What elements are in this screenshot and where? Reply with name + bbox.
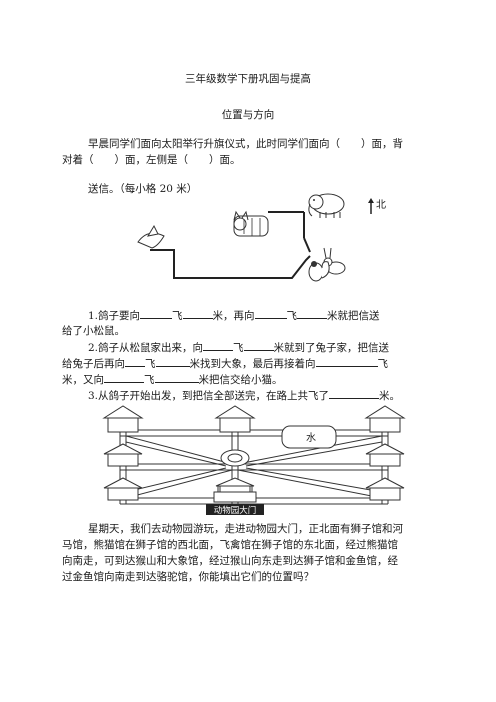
zoo-p2: 马馆，熊猫馆在狮子馆的西北面，飞禽馆在狮子馆的东北面，经过熊猫馆: [62, 539, 398, 551]
s2-blank-dist3[interactable]: [104, 371, 144, 383]
q1-line1: 早晨同学们面向太阳举行升旗仪式，此时同学们面向（ ）面，背: [88, 138, 403, 150]
grid-map: 北: [137, 193, 386, 282]
s2-blank-dist1[interactable]: [243, 339, 274, 351]
s2-blank-dir1[interactable]: [203, 339, 234, 351]
pavilion-icons: [102, 405, 406, 501]
zoo-p1: 星期天，我们去动物园游玩，走进动物园大门，正北面有狮子馆和河: [88, 523, 403, 535]
fountain-icon: [220, 449, 250, 467]
s1-blank-dir1[interactable]: [140, 307, 173, 319]
zoo-p4: 过金鱼馆向南走到达骆驼馆，你能填出它们的位置吗？: [62, 571, 314, 583]
doc-subtitle: 位置与方向: [221, 109, 275, 121]
s2-blank-dir4[interactable]: [154, 371, 199, 383]
zoo-p3: 向南走，可到达猴山和大象馆，经过猴山向东走到达狮子馆和金鱼馆，经: [62, 555, 398, 567]
s3-line: 3.从鸽子开始出发，到把信全部送完，在路上共飞了米。: [88, 387, 400, 404]
pigeon-icon: [137, 224, 165, 249]
s2-line2: 给兔子后再向飞米找到大象，最后再接着向飞: [62, 355, 388, 372]
squirrel-icon: [308, 261, 330, 282]
s2-line1: 2.鸽子从松鼠家出来，向飞米就到了兔子家，把信送: [88, 339, 389, 356]
s2-line3: 米，又向飞米把信交给小猫。: [62, 371, 283, 388]
north-arrow-icon: [368, 198, 374, 214]
cat-icon: [233, 210, 269, 237]
zoo-map: 水 动物园大门: [102, 405, 406, 516]
water-pond: [281, 425, 337, 449]
s2-blank-dir2[interactable]: [125, 355, 145, 367]
gate-icon: [213, 485, 257, 503]
q2-intro: 送信。（每小格 20 米）: [88, 183, 198, 195]
s1-blank-dist2[interactable]: [297, 307, 328, 319]
q1-line2: 对着（ ）面，左侧是（ ）面。: [62, 154, 241, 166]
water-label: 水: [306, 432, 316, 444]
s1-blank-dir2[interactable]: [254, 307, 287, 319]
s1-line1: 1.鸽子要向飞米，再向飞米就把信送: [88, 307, 380, 324]
s1-blank-dist1[interactable]: [182, 307, 213, 319]
north-label: 北: [376, 199, 386, 211]
s3-blank-total[interactable]: [329, 387, 380, 399]
elephant-icon: [308, 193, 345, 218]
s2-blank-dir3[interactable]: [315, 355, 378, 367]
s2-blank-dist2[interactable]: [155, 355, 190, 367]
gate-label: 动物园大门: [214, 505, 257, 516]
s1-line2: 给了小松鼠。: [62, 325, 125, 337]
doc-title: 三年级数学下册巩固与提高: [185, 73, 311, 85]
gate-sign: [206, 504, 264, 515]
